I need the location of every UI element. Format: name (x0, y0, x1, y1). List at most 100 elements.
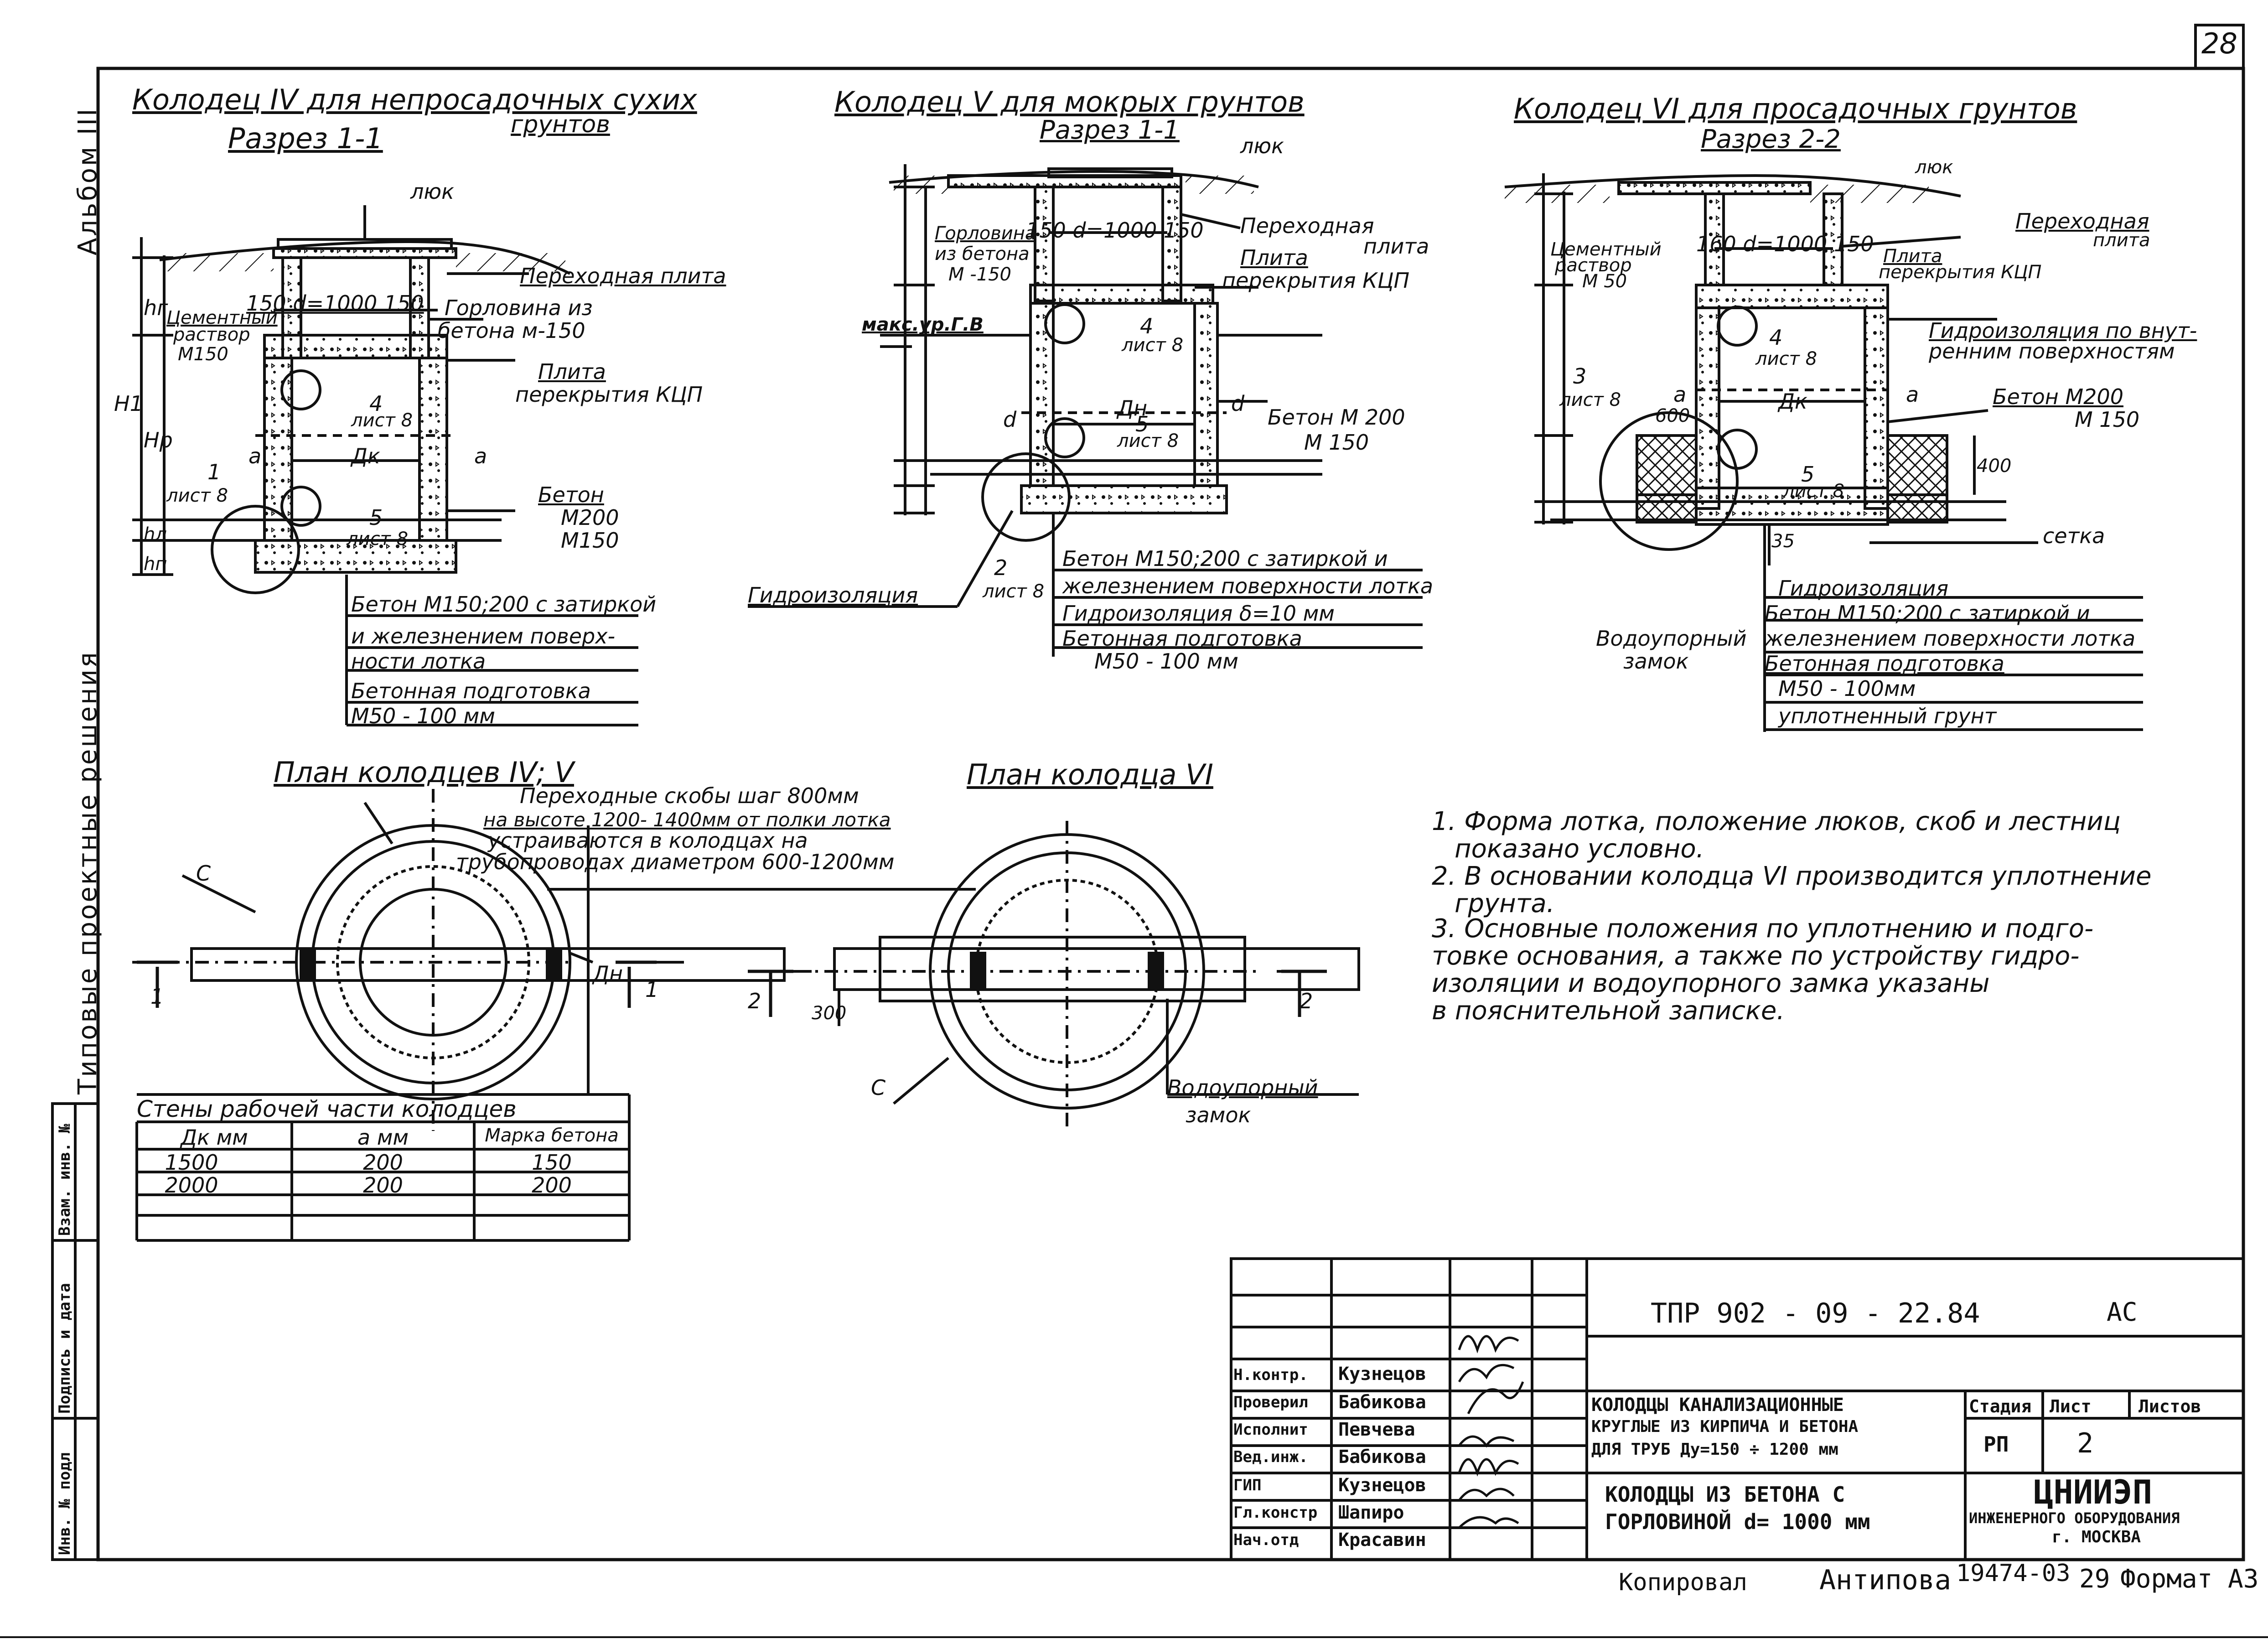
role-name: Бабикова (1338, 1447, 1426, 1468)
well4-a-left: a (249, 444, 262, 468)
well5-gwl: макс.ур.Г.В (862, 314, 984, 335)
well6-mortar-3: М 50 (1582, 271, 1627, 292)
walls-table-title: Стены рабочей части колодцев (137, 1096, 517, 1122)
well6-hatch: люк (1915, 157, 1953, 178)
plan6-cut-left: 2 (748, 989, 761, 1013)
well4-ref1-sheet: лист 8 (166, 485, 228, 506)
role-label: Проверил (1233, 1393, 1308, 1411)
plan6-lock-2: замок (1186, 1103, 1251, 1127)
footer-num: 29 (2079, 1564, 2110, 1594)
well4-mortar: Цементный (166, 307, 278, 328)
title-block-grid (1230, 1257, 2245, 1561)
plan6-lock: Водоупорный (1167, 1075, 1318, 1100)
walls-table-header-a: a мм (357, 1125, 409, 1150)
well6-note-f: уплотненный грунт (1778, 704, 1997, 728)
plan45-dn: Дн (593, 961, 623, 986)
role-name: Кузнецов (1338, 1475, 1426, 1496)
well4-section (132, 205, 638, 726)
well6-mortar: Цементный (1550, 239, 1662, 260)
signatures (1458, 1335, 1524, 1529)
plan6-dim300: 300 (812, 1003, 847, 1024)
well4-neck: Горловина из (445, 296, 593, 320)
well6-section (1504, 173, 2143, 732)
role-label: Вед.инж. (1233, 1448, 1308, 1466)
well5-title: Колодец V для мокрых грунтов (834, 85, 1305, 119)
well5-note-d: Бетонная подготовка (1062, 626, 1302, 651)
well5-slab-2: перекрытия КЦП (1222, 268, 1410, 293)
well5-transition-2: плита (1363, 234, 1429, 259)
walls-table-header-dk: Дк мм (181, 1125, 248, 1150)
well6-hydro-in-2: ренним поверхностям (1929, 339, 2175, 363)
well4-mortar-2: раствор (173, 324, 250, 345)
well5-hatch: люк (1240, 134, 1284, 158)
well5-ref5-sheet: лист 8 (1117, 430, 1179, 451)
well6-ref3-sheet: лист 8 (1559, 389, 1621, 410)
well6-ref5-sheet: лист 8 (1783, 481, 1845, 502)
well6-note-c: железнением поверхности лотка (1765, 626, 2136, 651)
note-line: товке основания, а также по устройству г… (1432, 941, 2080, 971)
plan45-drawing (132, 789, 976, 1131)
well5-note-b: железнением поверхности лотка (1062, 574, 1434, 598)
well5-ref4: 4 (1140, 314, 1154, 338)
well6-cut-title: Разрез 2-2 (1701, 124, 1841, 154)
well6-dim400: 400 (1977, 456, 2012, 477)
well4-note-c: ности лотка (351, 649, 486, 674)
well5-cut-title: Разрез 1-1 (1040, 115, 1180, 145)
doc-title-line-3: ДЛЯ ТРУБ Ду=150 ÷ 1200 мм (1591, 1440, 1838, 1459)
well5-neck-2: из бетона (935, 244, 1030, 264)
well5-neck: Горловина (935, 223, 1036, 244)
walls-table-grid (135, 1093, 631, 1242)
plan6-cut-right: 2 (1300, 989, 1313, 1013)
well5-ref5: 5 (1135, 412, 1149, 436)
side-box-inv-no: Инв. № подл (56, 1452, 74, 1555)
role-name: Бабикова (1338, 1392, 1426, 1413)
well4-ref5: 5 (369, 505, 383, 530)
plan6-drawing (766, 821, 1360, 1131)
footer-order: 19474-03 (1956, 1560, 2071, 1587)
footer-copier: Антипова (1819, 1564, 1951, 1596)
plan45-title: План колодцев IV; V (274, 756, 574, 789)
well6-lock-2: замок (1623, 649, 1689, 674)
note-line: 2. В основании колодца VI производится у… (1432, 861, 2152, 891)
well6-note-d: Бетонная подготовка (1765, 651, 2004, 676)
well6-ref3: 3 (1573, 364, 1587, 389)
role-label: Нач.отд (1233, 1531, 1299, 1549)
side-box-sign-date: Подпись и дата (56, 1283, 74, 1414)
well4-note-b: и железнением поверх- (351, 624, 616, 648)
plan6-title: План колодца VI (967, 758, 1213, 791)
walls-table-cell: 200 (363, 1173, 403, 1198)
well4-slab: Плита (538, 359, 606, 384)
well4-hatch: люк (410, 179, 454, 204)
note-line: в пояснительной записке. (1432, 996, 1785, 1026)
org-city: г. МОСКВА (2052, 1528, 2141, 1546)
well5-ref2-sheet: лист 8 (983, 581, 1045, 602)
well4-slab-2: перекрытия КЦП (515, 382, 703, 407)
well4-concrete-3: М150 (561, 528, 619, 553)
well6-note-e: М50 - 100мм (1778, 676, 1916, 701)
well5-note-e: М50 - 100 мм (1094, 649, 1238, 674)
well5-note-c: Гидроизоляция δ=10 мм (1062, 601, 1335, 626)
well4-concrete: Бетон (538, 482, 604, 507)
well6-dk: Дк (1778, 389, 1807, 414)
doc-title-line-2: КРУГЛЫЕ ИЗ КИРПИЧА И БЕТОНА (1591, 1417, 1859, 1436)
well6-hydro-in: Гидроизоляция по внут- (1929, 318, 2197, 343)
well6-concrete: Бетон М200 (1993, 384, 2123, 409)
well4-note-e: М50 - 100 мм (351, 704, 495, 728)
well4-ref1: 1 (207, 460, 221, 484)
well4-dims: 150 d=1000 150 (246, 291, 424, 316)
role-label: Н.контр. (1233, 1366, 1308, 1384)
plan45-c: С (196, 861, 211, 886)
plan45-note-2: на высоте 1200- 1400мм от полки лотка (483, 809, 891, 831)
plan45-note-3: устраиваются в колодцах на (488, 828, 808, 853)
well5-d-right: d (1231, 391, 1245, 416)
org-name-2: ИНЖЕНЕРНОГО ОБОРУДОВАНИЯ (1969, 1509, 2180, 1527)
plan45-note-4: трубопроводах диаметром 600-1200мм (456, 850, 895, 874)
well6-dim35: 35 (1771, 531, 1795, 552)
well4-hp2: hп (144, 554, 167, 575)
role-label: Исполнит (1233, 1421, 1308, 1439)
well4-title-2: грунтов (511, 111, 610, 138)
walls-table-cell: 200 (532, 1173, 572, 1198)
well6-dims: 160 d=1000 150 (1696, 232, 1874, 256)
side-series: Типовые проектные решения (73, 650, 103, 1094)
well5-d-left: d (1003, 407, 1017, 432)
